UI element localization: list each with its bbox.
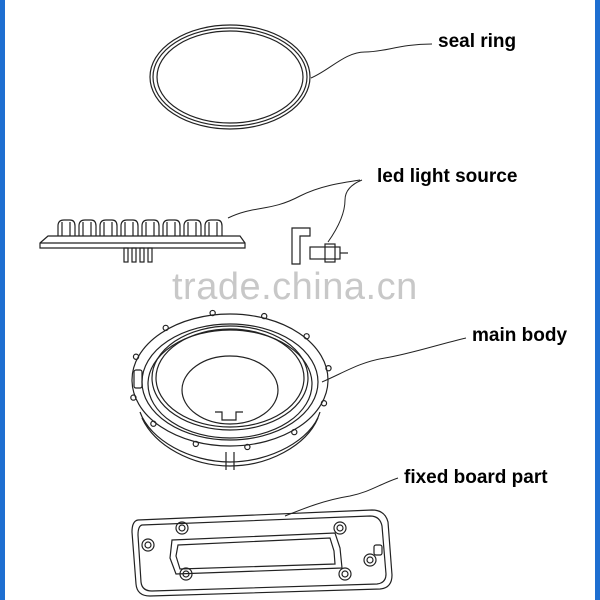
led-lens [78,219,97,236]
led-lens [120,219,139,236]
mounting-lug [244,443,251,451]
label-fixed-board-part: fixed board part [404,467,548,488]
led-leader-1 [227,179,361,219]
mounting-lug [325,364,332,372]
led-lens [162,219,181,236]
left-edge-accent [0,0,5,600]
mounting-lug [261,312,268,320]
bolt-hole [175,521,189,535]
led-leader-2 [327,179,363,243]
mounting-lug [303,333,310,340]
fixed-board-part-drawing [131,509,393,597]
right-edge-accent [595,0,600,600]
mounting-lug [209,309,216,317]
led-lens [204,219,223,236]
led-lens [141,219,160,236]
led-lens-row [57,219,223,236]
bolt-hole [141,538,155,552]
main-body-part [130,309,332,470]
seal-ring-part [149,24,311,130]
mounting-lug [150,420,157,427]
mounting-lug [192,440,199,448]
mounting-lug [162,324,169,332]
fixed-board-bolt-holes [141,521,377,581]
led-lens [183,219,202,236]
main-body-leader [321,337,467,383]
led-board-part [39,219,246,263]
bolt-hole [179,567,193,581]
fixed-board-leader [284,477,399,517]
mounting-lug [291,428,298,436]
led-lens [99,219,118,236]
label-seal-ring: seal ring [438,31,517,52]
label-main-body: main body [472,325,568,346]
watermark-text: trade.china.cn [172,266,418,308]
bolt-hole [363,553,377,567]
seal-ring-leader [310,43,433,79]
main-body-mounting-lugs [130,309,332,451]
mounting-lug [320,400,328,407]
bolt-hole [333,521,347,535]
mounting-lug [130,394,137,401]
label-led-light-source: led light source [377,166,518,187]
mounting-lug [132,353,140,360]
led-connector-part [291,227,348,265]
bolt-hole [338,567,352,581]
led-lens [57,219,76,236]
